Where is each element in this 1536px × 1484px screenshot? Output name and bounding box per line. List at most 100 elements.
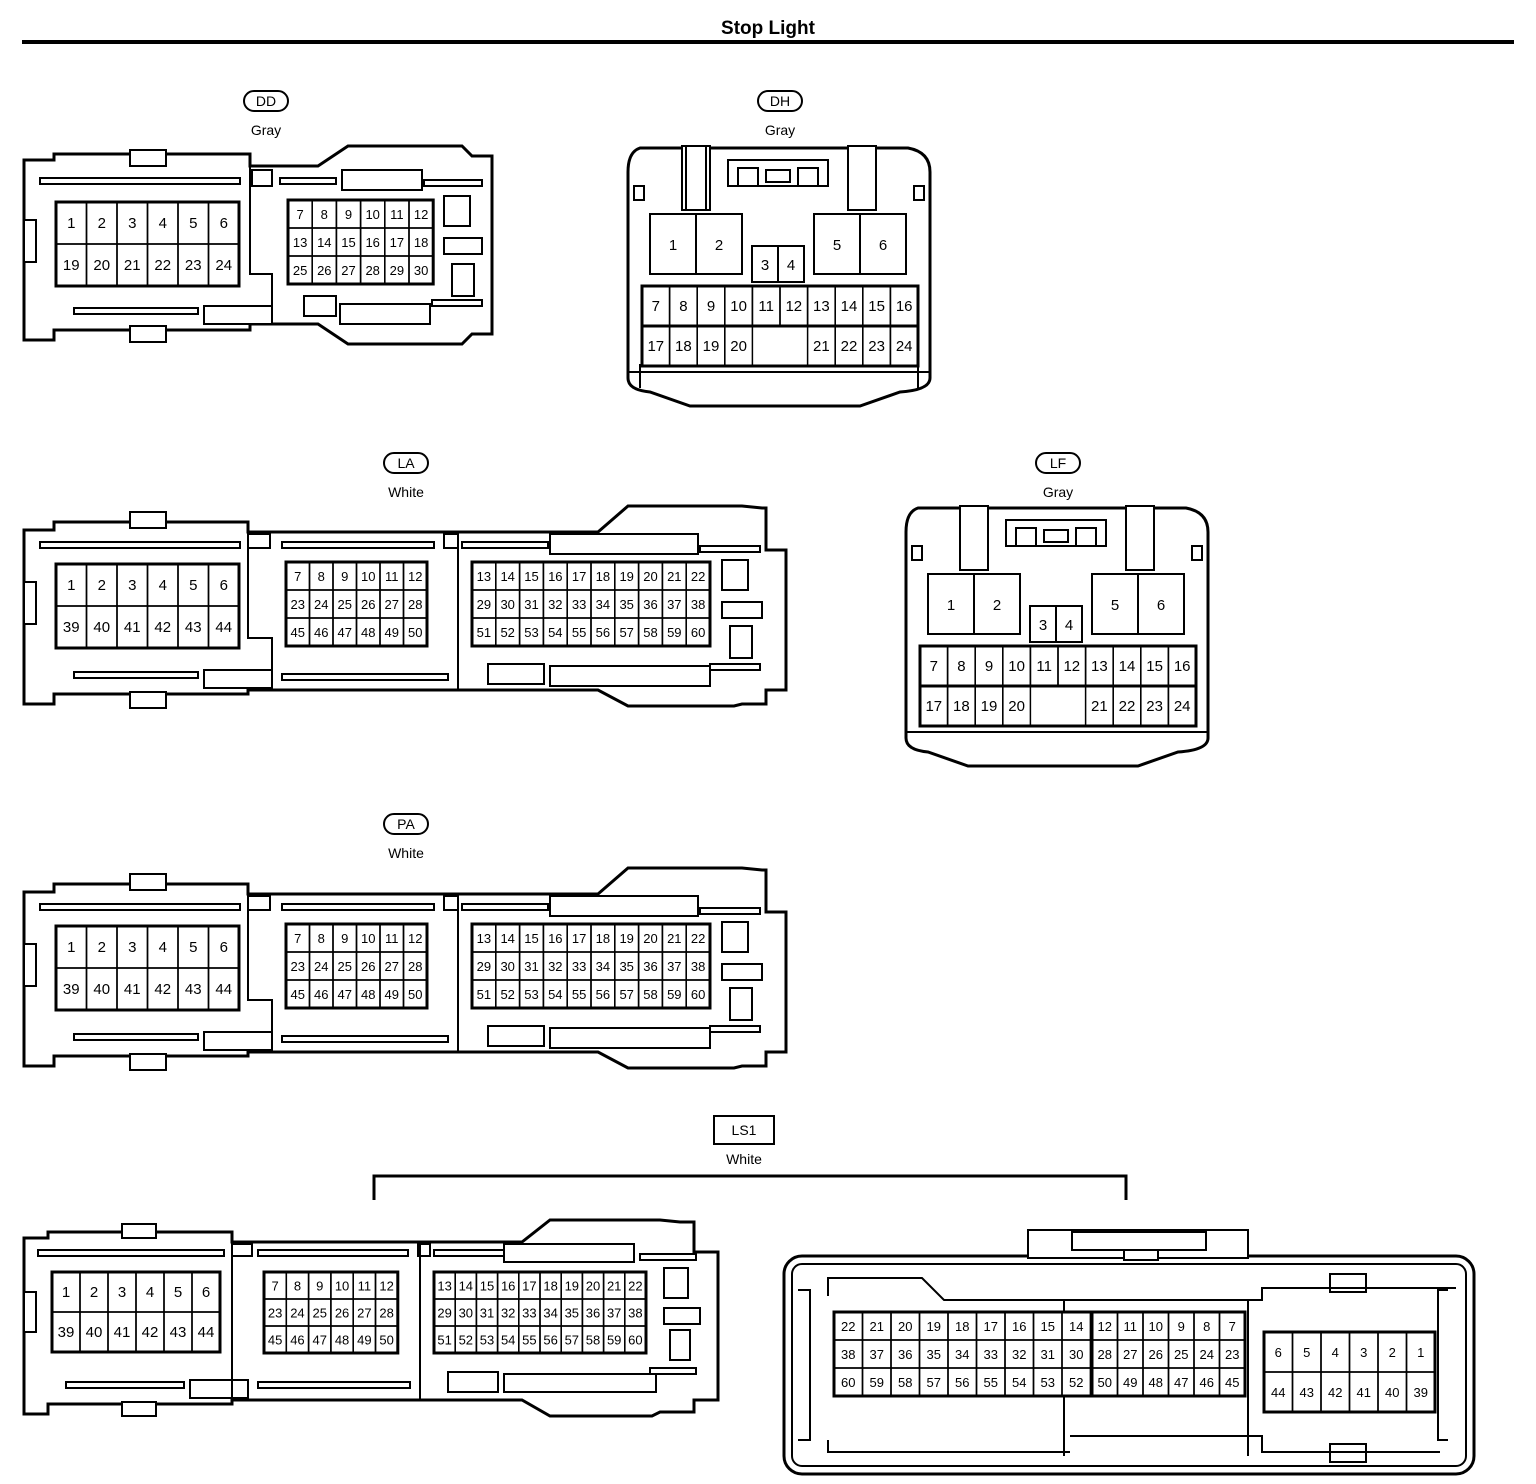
pin-number: 7 [930,658,938,675]
ls1-left-top-latch [121,1223,157,1239]
pin-number: 12 [408,569,422,584]
pa-key [487,1025,545,1047]
pin-number: 32 [501,1306,515,1321]
pin-number: 59 [607,1333,621,1348]
pin-number: 54 [548,625,562,640]
pin-number: 9 [316,1279,323,1294]
dd-rail [73,307,199,315]
lf-housing [904,506,1210,768]
pin-number: 10 [1149,1319,1163,1334]
pin-number: 13 [477,569,491,584]
pin-number: 15 [524,569,538,584]
pin-number: 11 [390,207,404,222]
pin-number: 3 [761,257,769,274]
pin-number: 41 [124,619,141,636]
pin-number: 49 [1123,1375,1137,1390]
dd-lock [443,195,471,227]
pin-number: 9 [341,569,348,584]
dh-cavity [859,213,907,275]
pin-number: 17 [572,569,586,584]
pin-number: 58 [643,987,657,1002]
lf-clip [1191,545,1203,561]
pin-number: 53 [480,1333,494,1348]
la-key [487,663,545,685]
pin-number: 24 [1174,698,1191,715]
pin-number: 24 [290,1306,304,1321]
connector-dh-color: Gray [765,122,795,138]
pin-number: 49 [385,987,399,1002]
pin-number: 4 [159,577,167,594]
pin-number: 15 [868,298,885,315]
pin-number: 28 [408,597,422,612]
pin-number: 44 [1271,1385,1285,1400]
pin-number: 22 [841,338,858,355]
pin-number: 31 [524,597,538,612]
connector-ls1-color: White [726,1151,762,1167]
pin-number: 21 [124,257,141,274]
pin-number: 30 [459,1306,473,1321]
pin-number: 38 [841,1347,855,1362]
pin-number: 14 [500,569,514,584]
dd-rail [279,177,337,185]
pin-number: 11 [1036,658,1052,675]
pa-rail [699,907,761,915]
pin-number: 18 [596,931,610,946]
pin-number: 26 [317,263,331,278]
connector-dh-header: DH Gray [757,90,803,138]
pin-number: 6 [220,215,228,232]
dh-cavity [695,213,743,275]
pin-number: 4 [159,939,167,956]
pin-number: 16 [1012,1319,1026,1334]
connector-dd-badge [243,90,289,112]
pin-number: 10 [361,569,375,584]
pin-number: 57 [927,1375,941,1390]
pin-number: 27 [357,1306,371,1321]
pin-number: 23 [868,338,885,355]
pin-number: 58 [898,1375,912,1390]
pin-number: 5 [189,577,197,594]
dh-cavity [649,213,697,275]
pin-number: 54 [1012,1375,1026,1390]
pin-number: 41 [124,981,141,998]
pin-number: 37 [667,597,681,612]
ls1-left-rail [639,1253,697,1261]
pin-number: 22 [691,569,705,584]
pin-number: 3 [128,215,136,232]
pin-number: 8 [679,298,687,315]
ls1-left-key [447,1371,499,1393]
connector-la-code: LA [397,455,415,471]
pin-number: 52 [459,1333,473,1348]
pin-number: 14 [500,931,514,946]
pin-number: 5 [1303,1345,1310,1360]
pa-rail [549,895,699,917]
pin-number: 25 [313,1306,327,1321]
pin-number: 23 [185,257,202,274]
pin-number: 2 [90,1284,98,1301]
pa-rail [39,903,241,911]
pin-number: 20 [730,338,747,355]
ls1-right-latch-tab [1123,1249,1159,1261]
ls1-left-rail [503,1243,635,1263]
pin-number: 55 [572,625,586,640]
lf-cavity [927,573,975,635]
pin-number: 34 [596,597,610,612]
pin-number: 13 [813,298,830,315]
pin-number: 56 [596,625,610,640]
pin-number: 36 [586,1306,600,1321]
pin-number: 38 [691,597,705,612]
pin-number: 21 [870,1319,884,1334]
pin-number: 2 [98,215,106,232]
pin-number: 14 [459,1279,473,1294]
pin-number: 20 [586,1279,600,1294]
pin-number: 4 [146,1284,154,1301]
connector-la-header: LA White [383,452,429,500]
pin-cell [191,1311,221,1353]
pin-number: 23 [291,597,305,612]
pin-number: 4 [1065,617,1073,634]
